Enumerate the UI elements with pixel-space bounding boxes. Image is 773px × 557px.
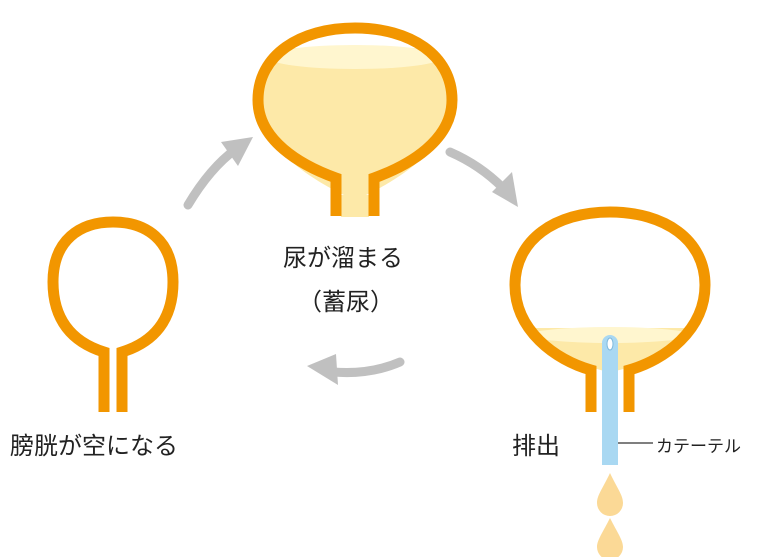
bladder-empty <box>47 216 179 412</box>
urine-drop-1 <box>597 473 623 516</box>
label-urine-accumulating: 尿が溜まる <box>283 244 403 272</box>
urine-fill-full <box>258 48 452 200</box>
label-catheter: カテーテル <box>656 437 741 457</box>
bladder-outline-draining <box>509 206 711 412</box>
bladder-outline-full <box>252 22 458 216</box>
catheter <box>602 335 618 465</box>
cycle-arrows <box>183 137 518 385</box>
bladder-outline-empty <box>47 216 179 412</box>
arrow-top-to-right <box>445 147 518 207</box>
urine-surface <box>267 45 443 69</box>
arrow-left-to-top <box>183 137 253 210</box>
arrow-right-to-left <box>307 354 405 385</box>
label-bladder-empty: 膀胱が空になる <box>10 432 178 460</box>
bladder-draining <box>509 206 711 557</box>
bladder-full <box>252 22 458 217</box>
urine-drop-2 <box>597 518 623 557</box>
urethra-fill <box>341 195 369 217</box>
label-drainage: 排出 <box>512 432 560 460</box>
catheter-tip-hole <box>606 337 614 351</box>
label-urine-storage: （蓄尿） <box>298 288 394 316</box>
